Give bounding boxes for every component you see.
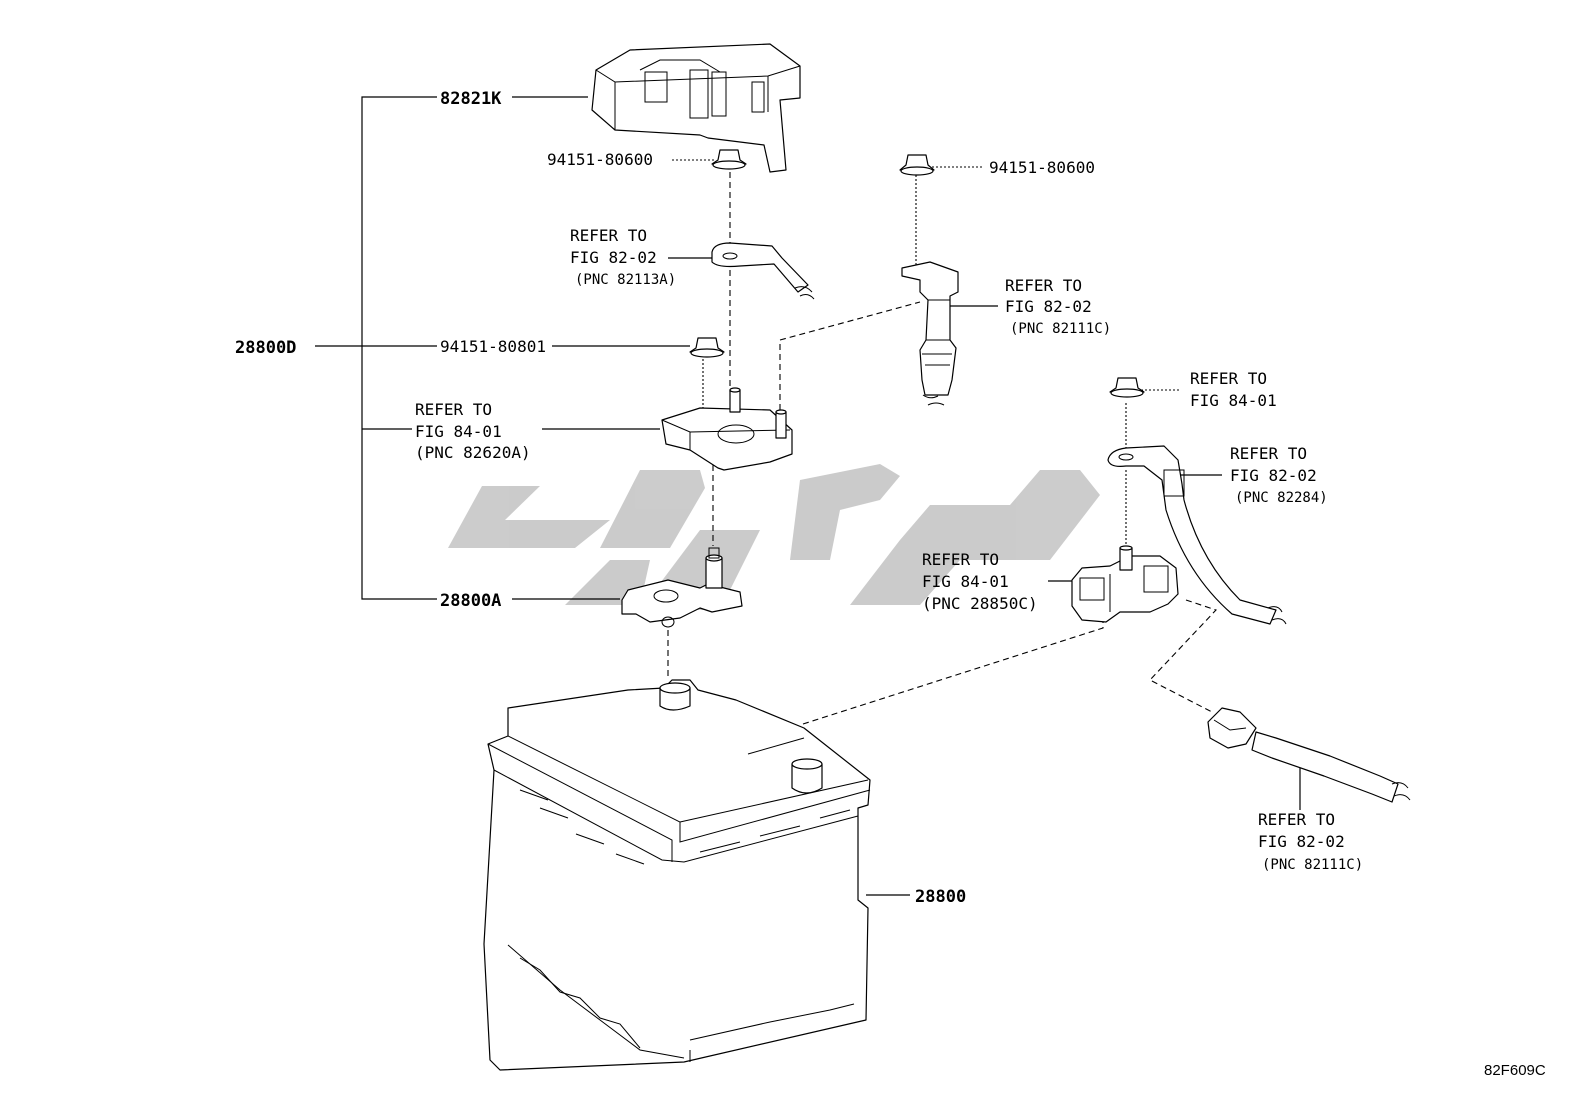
label-bolt-mid: 94151-80801 (440, 337, 546, 356)
ref-line3: (PNC 82111C) (1010, 321, 1111, 337)
ref-line3: (PNC 82284) (1235, 490, 1328, 506)
ref-line3: (PNC 82113A) (575, 272, 676, 288)
terminal-clamp-28800A (621, 547, 743, 628)
cable-lug-82113A (711, 242, 815, 300)
nut-top-left (711, 149, 747, 170)
ref-82113A: REFER TO FIG 82-02 (PNC 82113A) (570, 226, 676, 288)
terminal-cover-82821K (591, 43, 801, 173)
ref-line1: REFER TO (922, 550, 999, 569)
battery-28800 (483, 679, 871, 1071)
ref-line1: REFER TO (1005, 276, 1082, 295)
assembly-dashes (667, 172, 1217, 725)
group-bracket-28800D (315, 96, 437, 600)
ref-line2: FIG 82-02 (1005, 297, 1092, 316)
ref-line1: REFER TO (570, 226, 647, 245)
nut-mid (689, 337, 725, 358)
label-bolt-top-right: 94151-80600 (989, 158, 1095, 177)
ref-line3: (PNC 82111C) (1262, 857, 1363, 873)
ref-line2: FIG 84-01 (922, 572, 1009, 591)
ref-line1: REFER TO (415, 400, 492, 419)
ref-line3: (PNC 28850C) (922, 594, 1038, 613)
terminal-82620A (661, 387, 793, 471)
ref-line2: FIG 82-02 (1258, 832, 1345, 851)
ref-82111C-upper: REFER TO FIG 82-02 (PNC 82111C) (1005, 276, 1111, 337)
cable-82284 (1107, 445, 1287, 625)
ref-28850C: REFER TO FIG 84-01 (PNC 28850C) (922, 550, 1038, 613)
ref-line2: FIG 84-01 (415, 422, 502, 441)
ref-line3: (PNC 82620A) (415, 443, 531, 462)
sensor-28850C (1071, 545, 1179, 623)
ref-line1: REFER TO (1230, 444, 1307, 463)
ref-line2: FIG 82-02 (570, 248, 657, 267)
ref-82111C-lower: REFER TO FIG 82-02 (PNC 82111C) (1258, 810, 1363, 873)
diagram-code: 82F609C (1484, 1062, 1546, 1079)
ref-line1: REFER TO (1190, 369, 1267, 388)
label-28800: 28800 (915, 887, 966, 907)
ref-fig-84-01: REFER TO FIG 84-01 (1190, 369, 1277, 410)
label-82821K: 82821K (440, 89, 502, 109)
ref-82284: REFER TO FIG 82-02 (PNC 82284) (1230, 444, 1328, 506)
nut-top-right (899, 154, 935, 176)
bolt-right (1109, 377, 1145, 398)
ref-82620A: REFER TO FIG 84-01 (PNC 82620A) (415, 400, 531, 462)
ref-line2: FIG 84-01 (1190, 391, 1277, 410)
ref-line2: FIG 82-02 (1230, 466, 1317, 485)
ref-line1: REFER TO (1258, 810, 1335, 829)
label-bolt-top-left: 94151-80600 (547, 150, 653, 169)
cable-82111C-upper (901, 261, 959, 406)
label-28800A: 28800A (440, 591, 501, 611)
label-28800D: 28800D (235, 338, 296, 358)
connector-lower (1207, 707, 1411, 803)
